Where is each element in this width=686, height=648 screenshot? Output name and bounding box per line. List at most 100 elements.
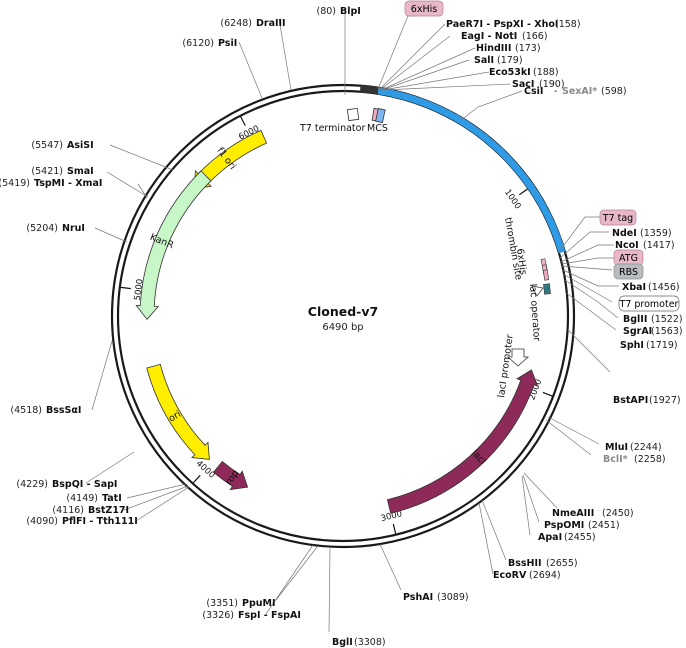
pflfi-name: PflFI - Tth111I	[62, 516, 138, 527]
tick-5000	[120, 286, 131, 290]
ncoi-name: NcoI	[615, 240, 639, 251]
t7-promoter-pill	[618, 295, 680, 312]
bcli-pos: (2258)	[634, 454, 666, 465]
tspmi-name: TspMI - XmaI	[34, 178, 102, 189]
lac-operator-label: lac operator	[527, 283, 542, 341]
his2-label: 6xHis	[514, 248, 529, 276]
sgrai-name: SgrAI	[623, 326, 652, 337]
fspi-name: FspI - FspAI	[238, 610, 301, 621]
ndei-name: NdeI	[612, 228, 637, 239]
small-features	[346, 107, 551, 367]
pshai-pos: (3089)	[437, 592, 469, 603]
paer7i-name: PaeR7I - PspXI - XhoI	[446, 19, 558, 30]
tspmi-pos: (5419)	[0, 178, 30, 189]
tati-pos: (4149)	[66, 493, 98, 504]
nrui-pos: (5204)	[26, 223, 58, 234]
eagi-pos: (166)	[522, 31, 548, 42]
bsssai-pos: (4518)	[10, 405, 42, 416]
draiii-pos: (6248)	[220, 18, 252, 29]
his-tag-pill-label: 6xHis	[411, 4, 437, 15]
pspomi-pos: (2451)	[588, 520, 620, 531]
pspomi-name: PspOMI	[544, 520, 584, 531]
bglii-pos: (1522)	[651, 314, 683, 325]
psii-name: PsiI	[218, 38, 237, 49]
plasmid-size: 6490 bp	[322, 322, 363, 333]
ppumi-pos: (3351)	[206, 598, 238, 609]
eco53ki-name: Eco53kI	[489, 67, 531, 78]
hindiii-pos: (173)	[515, 43, 541, 54]
fspi-pos: (3326)	[202, 610, 234, 621]
tick-3000	[392, 523, 397, 534]
mlui-name: MluI	[605, 442, 628, 453]
bgli-name: BglI	[332, 637, 353, 648]
apai-pos: (2455)	[564, 532, 596, 543]
bstz17i-name: BstZ17I	[88, 505, 129, 516]
pflfi-pos: (4090)	[26, 516, 58, 527]
lac-operator-marker	[543, 283, 551, 295]
csii-name: CsiI	[524, 86, 543, 97]
smai-pos: (5421)	[31, 166, 63, 177]
tick-4000	[193, 474, 201, 484]
mcs-dark-arc	[359, 85, 379, 95]
backbone-outer-ring	[110, 83, 576, 549]
bglii-name: BglII	[623, 314, 647, 325]
insert-region	[359, 85, 566, 254]
t7-tag-pill-label: T7 tag	[602, 213, 633, 224]
ecorv-pos: (2694)	[529, 570, 561, 581]
saci-name: SacI	[512, 79, 534, 90]
tick-label-3000: 3000	[380, 509, 403, 524]
apai-name: ApaI	[538, 532, 562, 543]
t7-tag-pill	[599, 209, 637, 226]
ndei-pos: (1359)	[640, 228, 672, 239]
laci-arrow	[386, 369, 539, 514]
pshai-name: PshAI	[403, 592, 433, 603]
t7-terminator-label: T7 terminator	[299, 123, 365, 134]
sexai-name: SexAI*	[562, 86, 597, 97]
plasmid-name: Cloned-v7	[308, 304, 378, 319]
rbs-pill-label: RBS	[619, 267, 638, 278]
mcs-marker	[375, 108, 386, 124]
bsshii-pos: (2655)	[546, 558, 578, 569]
mcs-label: MCS	[367, 123, 388, 134]
bsssai-name: BssSαI	[46, 405, 81, 416]
nmeaiii-name: NmeAIII	[552, 508, 594, 519]
tick-1000	[518, 188, 528, 196]
nmeaiii-pos: (2450)	[602, 508, 634, 519]
eco53ki-pos: (188)	[533, 67, 559, 78]
bstapi-pos: (1927)	[649, 395, 681, 406]
svg-text:-: -	[554, 86, 557, 97]
his-tag-pill	[404, 0, 444, 17]
sali-name: SalI	[474, 55, 494, 66]
sphi-name: SphI	[620, 340, 644, 351]
atg-pill-label: ATG	[619, 253, 638, 264]
ncoi-pos: (1417)	[643, 240, 675, 251]
backbone	[110, 83, 576, 549]
tick-label-4000: 4000	[194, 459, 217, 481]
bstz17i-pos: (4116)	[52, 505, 84, 516]
csii-pos: (598)	[601, 86, 627, 97]
tick-6000	[240, 116, 246, 126]
hindiii-name: HindIII	[476, 43, 511, 54]
draiii-name: DraIII	[256, 18, 286, 29]
backbone-inner-ring	[116, 89, 570, 543]
feature-labels: T7 terminator MCS thrombin site 6xHis la…	[299, 123, 542, 398]
t7-promoter-pill-label: T7 promoter	[619, 299, 679, 310]
laci-promoter-marker	[506, 348, 530, 367]
rop-arrow	[212, 460, 249, 491]
xbai-name: XbaI	[622, 282, 646, 293]
bspqi-name: BspQI - SapI	[52, 479, 117, 490]
bcli-name: BclI*	[603, 454, 628, 465]
feature-pills: 6xHis T7 tag ATG RBS T7 promoter	[404, 0, 680, 312]
smai-name: SmaI	[67, 166, 94, 177]
restriction-sites: (80) BlpI (6248) DraIII (6120) PsiI PaeR…	[0, 6, 683, 648]
insert-arc	[377, 87, 566, 254]
rbs-pill	[613, 263, 644, 280]
tick-label-1000: 1000	[502, 188, 523, 211]
blpi-pos: (80)	[316, 6, 336, 17]
f1-ori-arrow	[193, 129, 268, 189]
saci-pos: (190)	[539, 79, 565, 90]
ori-label: ori	[167, 409, 183, 425]
sali-pos: (179)	[497, 55, 523, 66]
